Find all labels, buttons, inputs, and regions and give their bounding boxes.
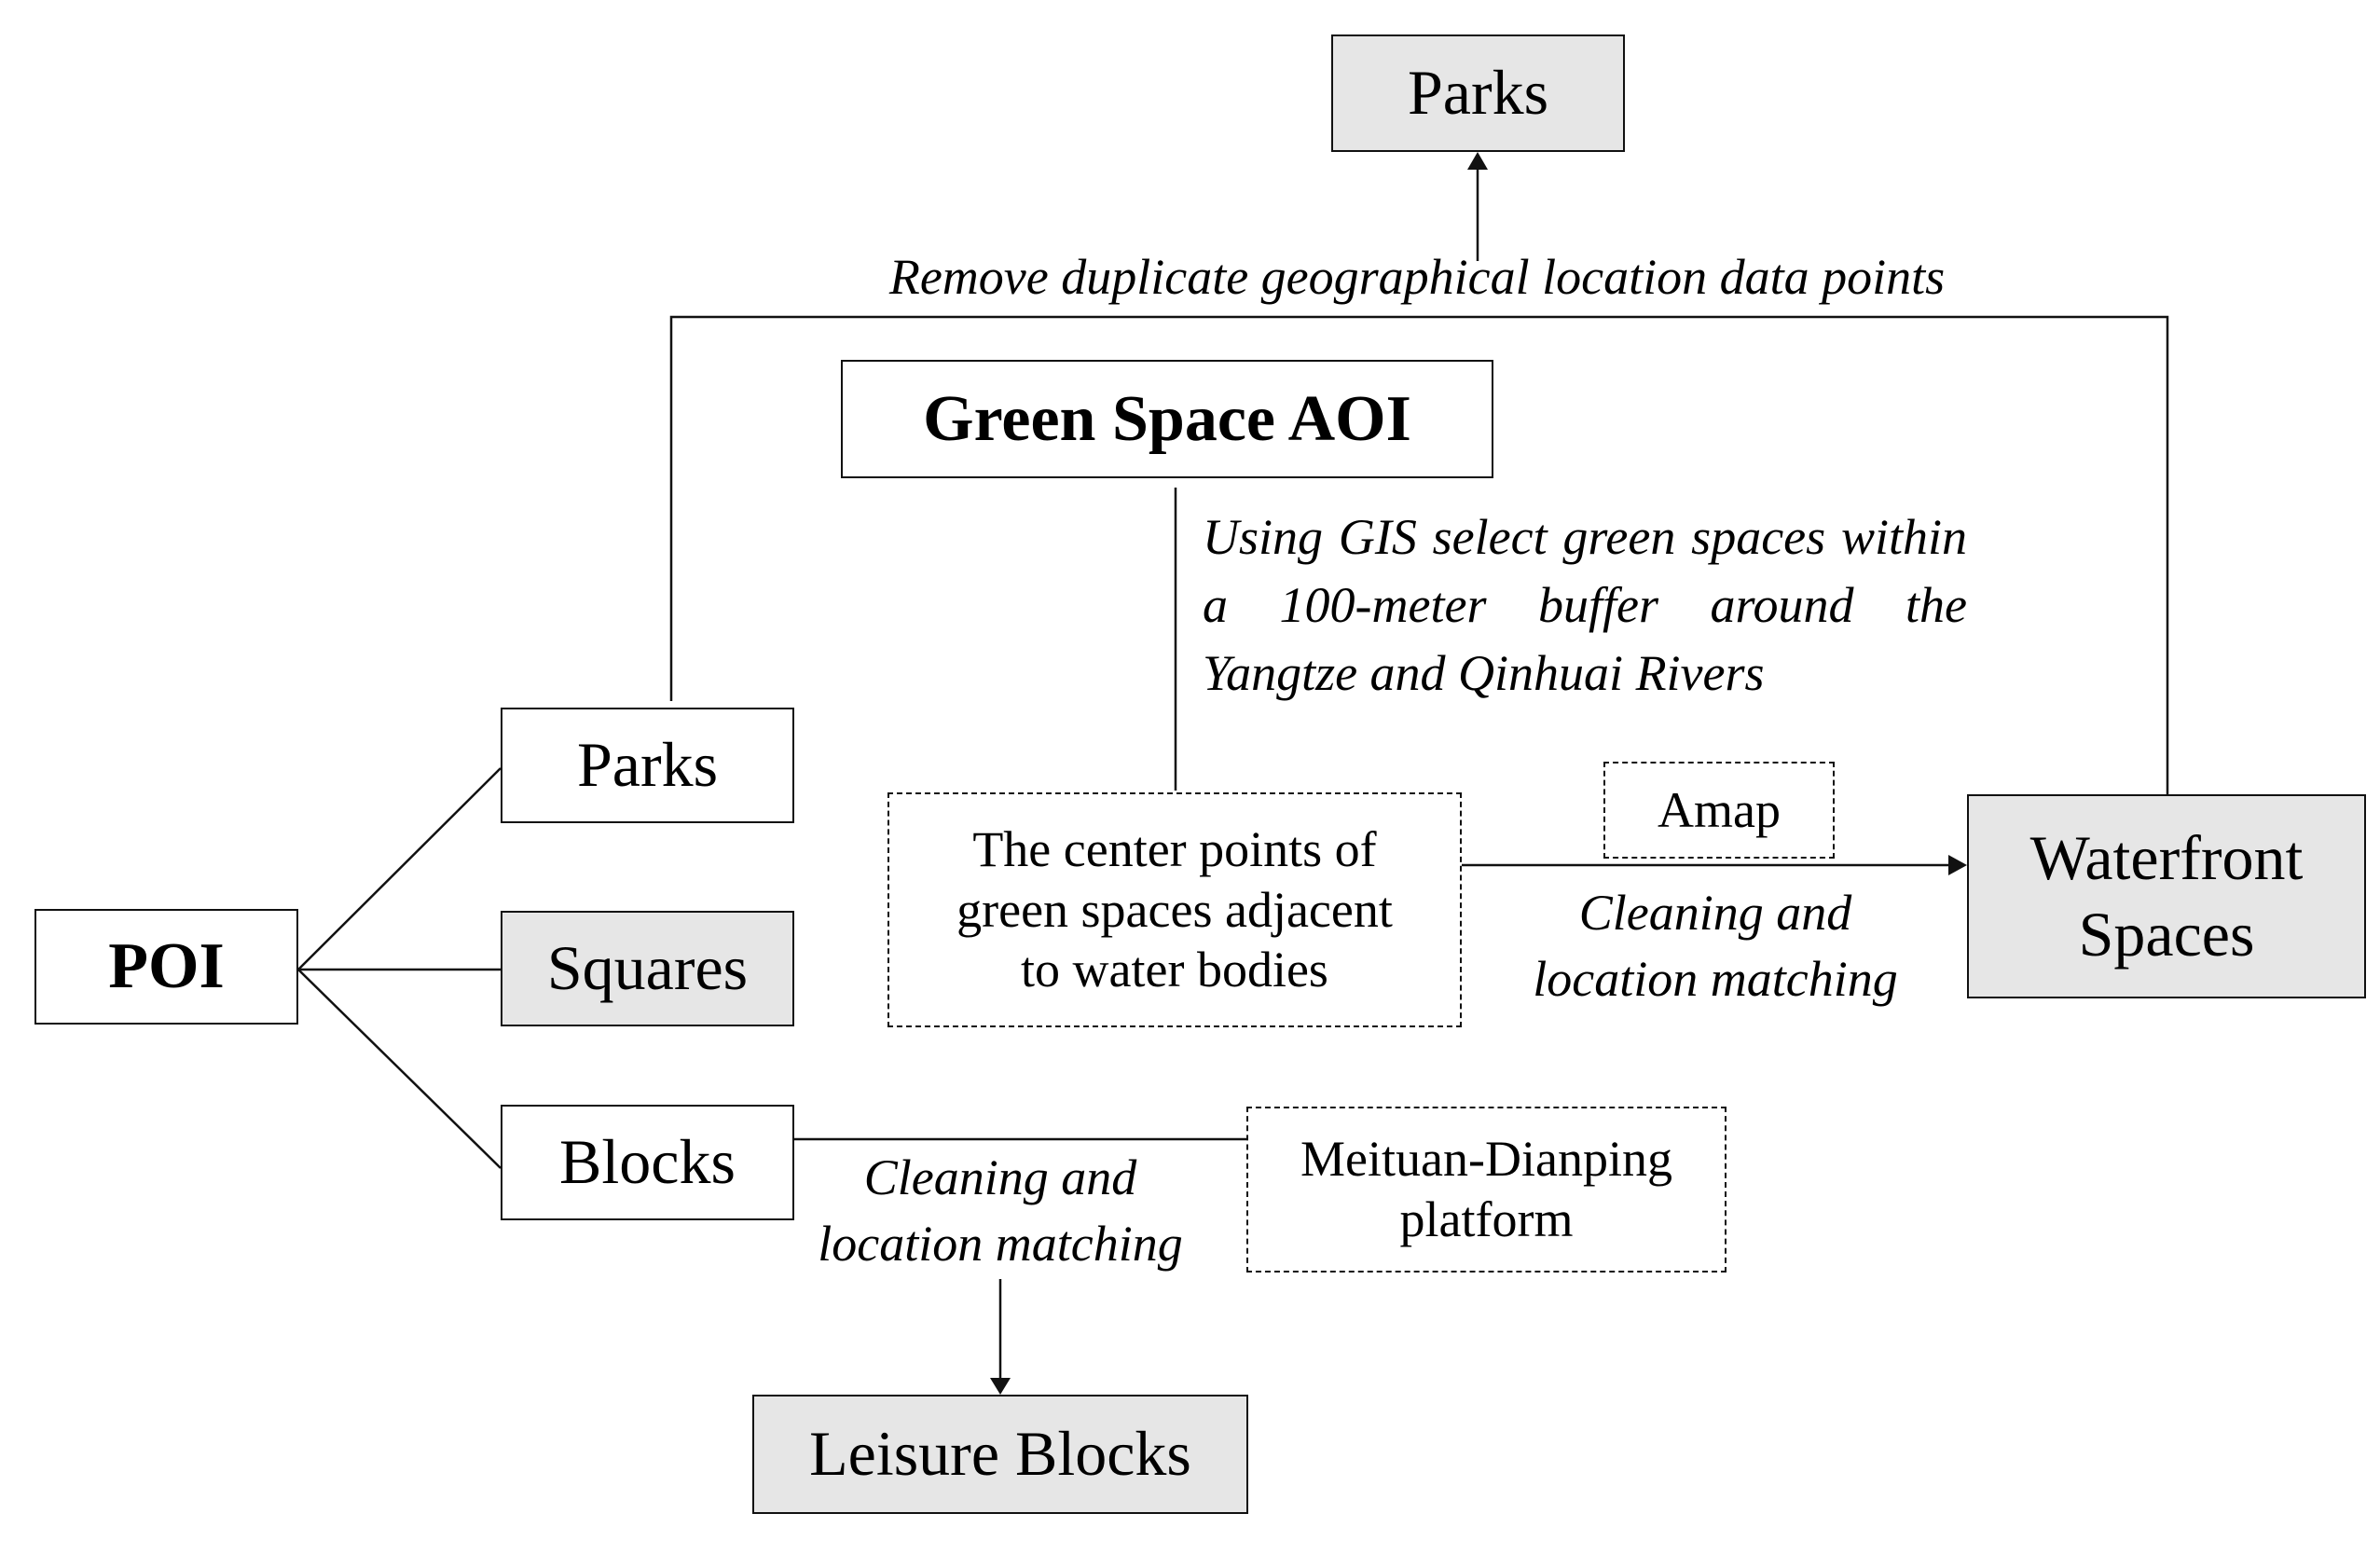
leisure-blocks-node: Leisure Blocks (752, 1395, 1248, 1514)
meituan-dianping-label: Meituan-Dianping platform (1300, 1131, 1672, 1247)
parks-label: Parks (576, 729, 719, 801)
squares-node: Squares (501, 911, 794, 1026)
leisure-blocks-label: Leisure Blocks (809, 1418, 1191, 1490)
green-space-aoi-node: Green Space AOI (841, 360, 1493, 478)
poi-node: POI (34, 909, 298, 1025)
amap-node: Amap (1603, 762, 1835, 859)
cleaning-waterfront-annotation: Cleaning and location matching (1533, 885, 1898, 1007)
edge-merge-to-parks-output (669, 315, 2169, 794)
cleaning-blocks-annotation: Cleaning and location matching (818, 1149, 1183, 1272)
arrowhead-parks-output (1467, 152, 1488, 170)
waterfront-spaces-label: Waterfront Spaces (2029, 821, 2304, 970)
parks-output-label: Parks (1407, 57, 1549, 129)
edge-poi-parks (297, 767, 502, 970)
green-space-aoi-label: Green Space AOI (923, 382, 1411, 455)
meituan-dianping-node: Meituan-Dianping platform (1246, 1107, 1727, 1273)
poi-label: POI (108, 930, 225, 1002)
waterfront-spaces-node: Waterfront Spaces (1967, 794, 2366, 998)
center-points-label: The center points of green spaces adjace… (956, 820, 1393, 998)
squares-label: Squares (546, 932, 749, 1004)
parks-output-node: Parks (1331, 34, 1625, 152)
arrowhead-waterfront (1948, 855, 1967, 875)
gis-selection-annotation: Using GIS select green spaces within a 1… (1203, 509, 1967, 701)
center-points-node: The center points of green spaces adjace… (887, 792, 1462, 1027)
parks-node: Parks (501, 708, 794, 823)
arrowhead-leisure-blocks (990, 1378, 1011, 1395)
amap-label: Amap (1658, 781, 1781, 838)
remove-duplicates-annotation: Remove duplicate geographical location d… (888, 249, 1946, 305)
edge-poi-blocks (297, 969, 502, 1169)
blocks-label: Blocks (559, 1126, 736, 1198)
blocks-node: Blocks (501, 1105, 794, 1220)
